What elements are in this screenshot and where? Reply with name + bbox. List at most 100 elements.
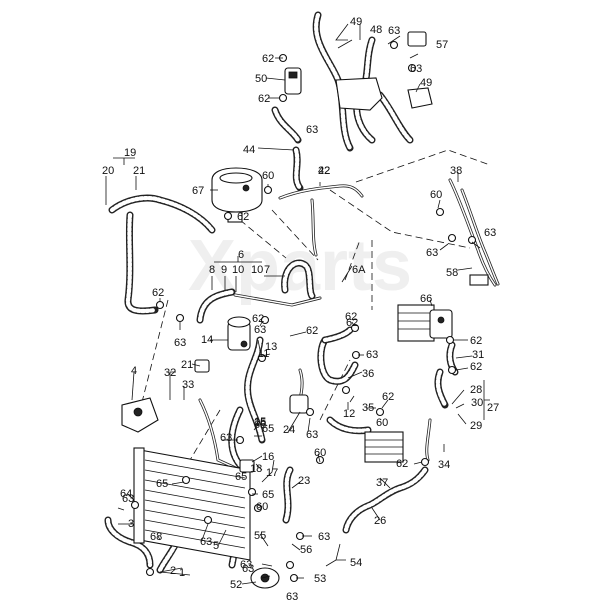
part-label: 9 bbox=[221, 264, 227, 276]
leader-lines bbox=[105, 23, 490, 585]
part-label: 64 bbox=[120, 488, 132, 500]
dashed-connectors bbox=[139, 149, 491, 461]
part-label: 58 bbox=[446, 267, 458, 279]
part-label: 20 bbox=[102, 165, 114, 177]
radiator bbox=[139, 449, 251, 561]
part-label: 63 bbox=[410, 63, 422, 75]
part-label: 37 bbox=[376, 477, 388, 489]
part-label: 27 bbox=[487, 402, 499, 414]
part-label: 55 bbox=[254, 530, 266, 542]
part-label: 4 bbox=[131, 365, 137, 377]
part-label: 65 bbox=[262, 489, 274, 501]
part-label: 54 bbox=[350, 557, 362, 569]
part-label: 62 bbox=[396, 458, 408, 470]
part-label: 12 bbox=[343, 408, 355, 420]
part-label: 15 bbox=[254, 416, 266, 428]
part-label: 32 bbox=[164, 367, 176, 379]
part-label: 62 bbox=[470, 361, 482, 373]
part-label: 10 bbox=[232, 264, 244, 276]
part-label: 16 bbox=[262, 451, 274, 463]
components bbox=[121, 31, 489, 589]
part-label: 63 bbox=[286, 591, 298, 600]
part-label: 11 bbox=[258, 348, 269, 360]
part-label: 2 bbox=[170, 565, 176, 577]
part-label: 63 bbox=[388, 25, 400, 37]
part-label: 60 bbox=[376, 417, 388, 429]
part-label: 49 bbox=[420, 77, 432, 89]
part-label: 62 bbox=[152, 287, 164, 299]
part-label: 14 bbox=[201, 334, 213, 346]
part-label: 62 bbox=[346, 317, 358, 329]
part-label: 62 bbox=[470, 335, 482, 347]
part-label: 56 bbox=[300, 544, 312, 556]
part-label: 63 bbox=[174, 337, 186, 349]
part-label: 21 bbox=[133, 165, 145, 177]
part-label: 63 bbox=[306, 429, 318, 441]
part-label: 22 bbox=[318, 165, 330, 177]
part-label: 65 bbox=[254, 419, 266, 431]
part-label: 30 bbox=[471, 397, 483, 409]
part-label: 33 bbox=[182, 379, 194, 391]
part-label: 62 bbox=[345, 311, 357, 323]
part-label: 18 bbox=[250, 463, 262, 475]
part-label: 8 bbox=[209, 264, 215, 276]
part-label: 63 bbox=[220, 432, 232, 444]
part-label: 48 bbox=[370, 24, 382, 36]
part-label: 42 bbox=[318, 165, 330, 177]
part-label: 62 bbox=[237, 211, 249, 223]
part-label: 60 bbox=[256, 501, 268, 513]
part-label: 3 bbox=[128, 518, 134, 530]
part-label: 35 bbox=[362, 402, 374, 414]
part-label: 50 bbox=[255, 73, 267, 85]
part-label: 60 bbox=[314, 447, 326, 459]
part-label: 1 bbox=[179, 567, 185, 579]
part-label: 10 bbox=[251, 264, 263, 276]
part-label: 62 bbox=[306, 325, 318, 337]
heat-exchanger-67 bbox=[397, 304, 435, 342]
part-label: 24 bbox=[283, 424, 295, 436]
part-label: 6A bbox=[352, 264, 366, 276]
rigid-pipes bbox=[198, 178, 500, 472]
part-label: 13 bbox=[265, 341, 277, 353]
part-label: 57 bbox=[436, 39, 448, 51]
part-label: 65 bbox=[156, 478, 168, 490]
part-label: 36 bbox=[362, 368, 374, 380]
part-label: 65 bbox=[262, 423, 274, 435]
part-label: 63 bbox=[426, 247, 438, 259]
part-label: 17 bbox=[266, 467, 278, 479]
pump-49 bbox=[407, 87, 433, 109]
part-label: 68 bbox=[150, 531, 162, 543]
part-label: 29 bbox=[470, 420, 482, 432]
part-label: 63 bbox=[366, 349, 378, 361]
part-label: 23 bbox=[298, 475, 310, 487]
part-label: 63 bbox=[484, 227, 496, 239]
part-label: 63 bbox=[122, 493, 134, 505]
part-label: 62 bbox=[262, 53, 274, 65]
part-label: 62 bbox=[382, 391, 394, 403]
part-label: 21 bbox=[181, 359, 193, 371]
part-label: 66 bbox=[420, 293, 432, 305]
part-label: 7 bbox=[264, 264, 270, 276]
part-label: 67 bbox=[192, 185, 204, 197]
part-label: 63 bbox=[242, 563, 254, 575]
part-label: 26 bbox=[374, 515, 386, 527]
part-label: 6 bbox=[238, 249, 244, 261]
part-label: 63 bbox=[200, 536, 212, 548]
part-label: 28 bbox=[470, 384, 482, 396]
part-label: 60 bbox=[262, 170, 274, 182]
control-valve bbox=[335, 77, 383, 111]
part-label: 62 bbox=[258, 93, 270, 105]
part-label: 31 bbox=[472, 349, 484, 361]
part-label: 25 bbox=[254, 417, 266, 429]
part-label: 19 bbox=[124, 147, 136, 159]
part-label: 49 bbox=[350, 16, 362, 28]
part-labels: 1 2 3 4 5 6 6A 7 8 9 10 10 11 12 13 14 1… bbox=[102, 16, 499, 600]
part-label: 63 bbox=[318, 531, 330, 543]
part-label: 53 bbox=[314, 573, 326, 585]
part-label: 34 bbox=[438, 459, 450, 471]
part-label: 63 bbox=[306, 124, 318, 136]
part-label: 65 bbox=[235, 471, 247, 483]
part-label: 60 bbox=[430, 189, 442, 201]
part-label: 52 bbox=[230, 579, 242, 591]
